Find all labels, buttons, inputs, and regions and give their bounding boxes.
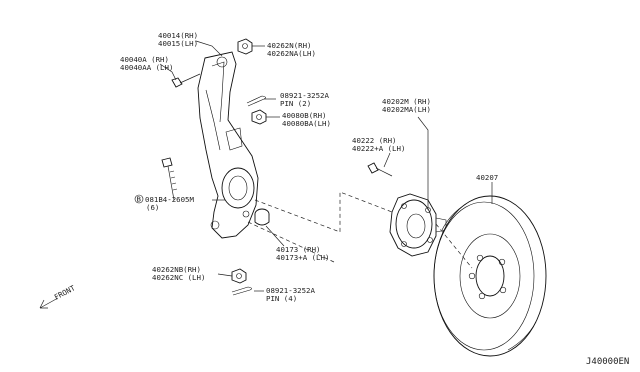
label-seal-lh: 40173+A (LH)	[276, 253, 329, 262]
label-nut-top-lh: 40262NA(LH)	[267, 49, 316, 58]
label-nut-top-rh: 40262N(RH)	[267, 41, 312, 50]
brake-rotor[interactable]	[433, 195, 547, 357]
dashed-lines	[247, 191, 473, 269]
label-bolt-rh: 40040A (RH)	[120, 55, 169, 64]
label-pin-bot-part: 08921-3252A	[266, 286, 315, 295]
leader-lines	[159, 40, 493, 292]
bottom-cotter-pin[interactable]	[231, 286, 252, 296]
label-knuckle-rh: 40014(RH)	[158, 31, 198, 40]
label-nut-bot-lh: 40262NC (LH)	[152, 273, 205, 282]
hub-assembly[interactable]	[389, 193, 447, 257]
wheel-stud[interactable]	[367, 162, 393, 177]
label-bolt-b-qty: (6)	[146, 203, 159, 212]
label-pin-bot-qty: PIN (4)	[266, 294, 297, 303]
label-bolt-lh: 40040AA (LH)	[120, 63, 173, 72]
label-stud-lh: 40222+A (LH)	[352, 144, 405, 153]
label-bolt-b-part: 081B4-2605M	[145, 195, 194, 204]
label-hub-rh: 40202M (RH)	[382, 97, 431, 106]
front-arrow: FRONT	[39, 283, 77, 309]
label-front: FRONT	[53, 283, 77, 302]
label-pin-top-qty: PIN (2)	[280, 99, 311, 108]
label-rotor: 40207	[476, 173, 498, 182]
label-circle-b: B	[137, 195, 142, 204]
label-hub-lh: 40202MA(LH)	[382, 105, 431, 114]
steering-knuckle[interactable]	[197, 51, 259, 239]
label-nut-mid-lh: 40080BA(LH)	[282, 119, 331, 128]
label-pin-top-part: 08921-3252A	[280, 91, 329, 100]
top-cotter-pin[interactable]	[246, 95, 266, 107]
label-nut-mid-rh: 40080B(RH)	[282, 111, 327, 120]
label-nut-bot-rh: 40262NB(RH)	[152, 265, 201, 274]
knuckle-bolt[interactable]	[161, 157, 178, 201]
label-seal-rh: 40173 (RH)	[276, 245, 321, 254]
top-nut[interactable]	[237, 38, 253, 55]
upper-bolt[interactable]	[171, 73, 201, 88]
castle-nut[interactable]	[251, 109, 267, 125]
bottom-nut[interactable]	[231, 268, 247, 284]
diagram-code: J40000EN	[586, 357, 629, 367]
seal[interactable]	[254, 208, 270, 226]
label-knuckle-lh: 40015(LH)	[158, 39, 198, 48]
label-bolt-b: B 081B4-2605M (6)	[134, 195, 194, 212]
label-stud-rh: 40222 (RH)	[352, 136, 397, 145]
